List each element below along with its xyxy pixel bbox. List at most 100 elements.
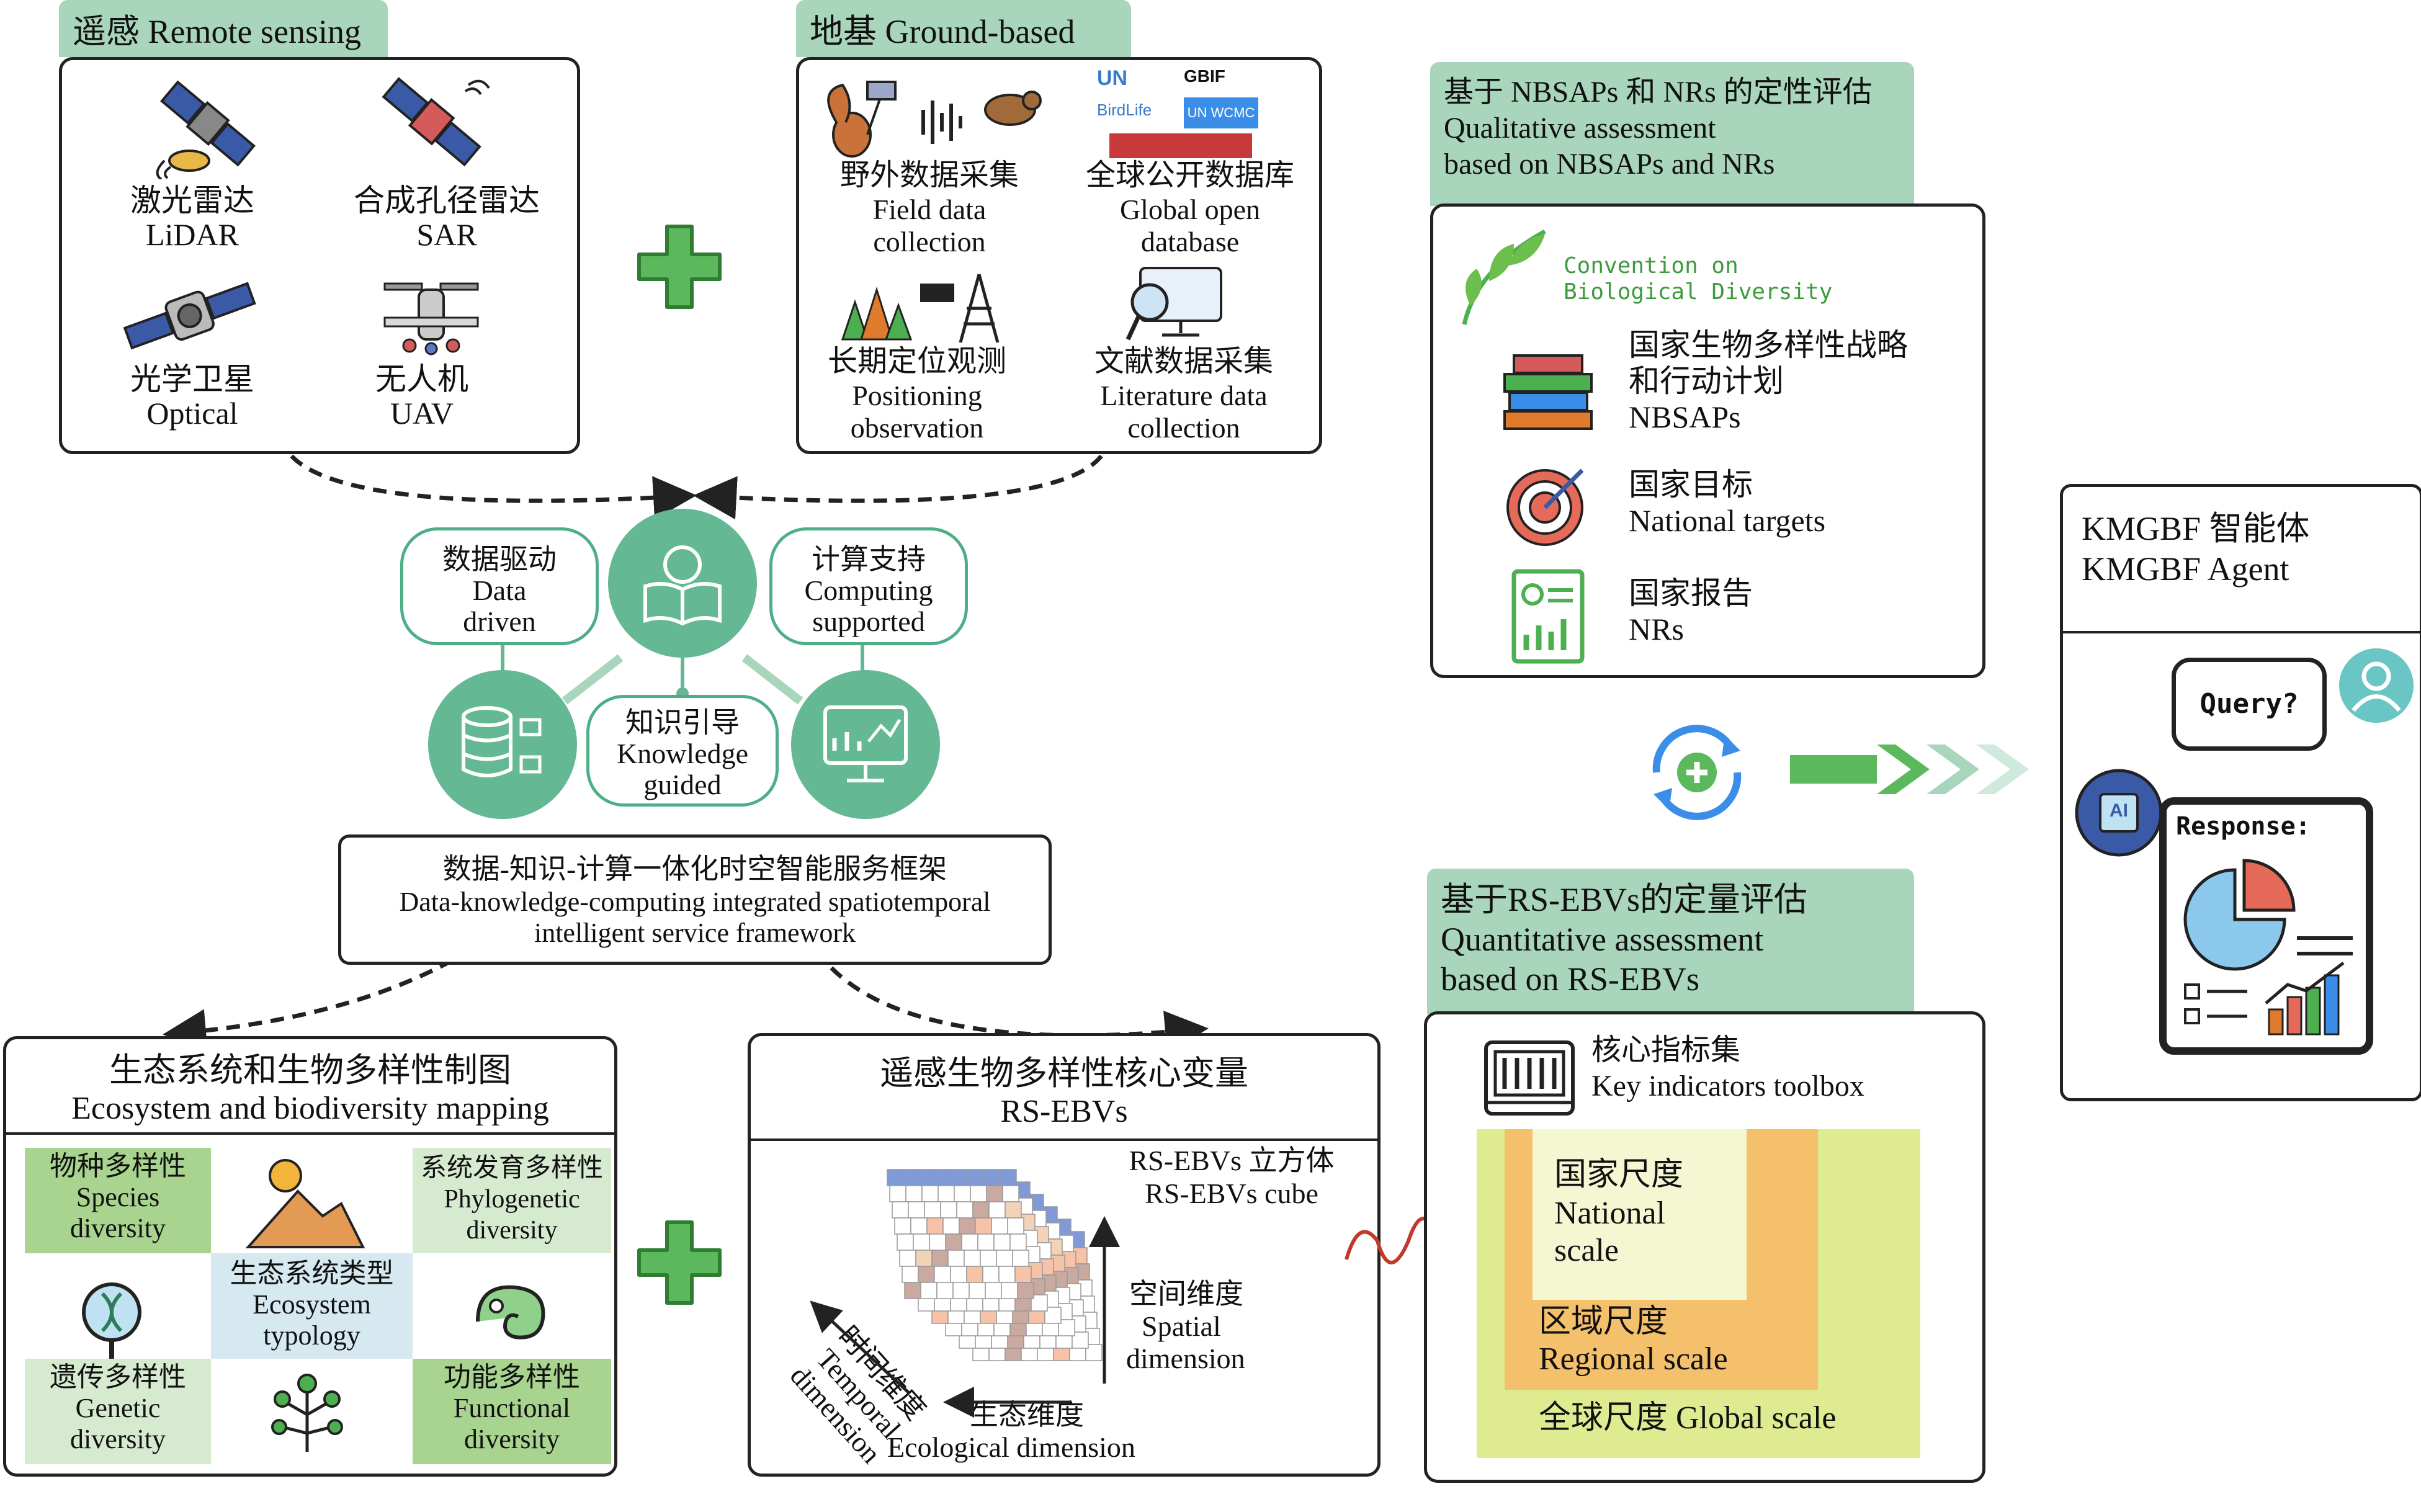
cube-cell xyxy=(905,1185,923,1202)
cube-cell xyxy=(972,1201,990,1219)
mapping-title-cn: 生态系统和生物多样性制图 xyxy=(109,1052,511,1089)
computing-circle xyxy=(791,670,940,819)
cube-cell xyxy=(934,1266,951,1283)
rs-ebvs-title-cn: 遥感生物多样性核心变量 xyxy=(880,1055,1248,1092)
chevron-arrows-icon xyxy=(1790,745,2029,794)
birdlife-logo: BirdLife xyxy=(1097,101,1152,119)
rs-ebvs-title-en: RS-EBVs xyxy=(1000,1094,1128,1129)
knowledge-book-circle xyxy=(608,509,757,658)
cube-cell xyxy=(1017,1282,1034,1299)
query-bubble[interactable]: Query? xyxy=(2172,658,2327,751)
cube-slice xyxy=(887,1169,1034,1299)
ground-based-panel: 野外数据采集 Field data collection UN GBIF Bir… xyxy=(796,57,1322,454)
literature-label-en1: Literature data xyxy=(1100,380,1268,411)
computing-cn: 计算支持 xyxy=(812,544,926,575)
quantitative-tab: 基于RS-EBVs的定量评估 Quantitative assessment b… xyxy=(1427,869,1914,1014)
genetic-en1: Genetic xyxy=(75,1393,161,1423)
knowledge-en2: guided xyxy=(643,769,722,800)
toolbox-icon xyxy=(1484,1040,1575,1116)
lidar-label-en: LiDAR xyxy=(146,217,239,252)
report-charts-icon xyxy=(2183,859,2353,1036)
cube-cell xyxy=(889,1185,906,1202)
cube-cell xyxy=(980,1250,997,1267)
long-term-label-en2: observation xyxy=(850,412,984,444)
species-en2: diversity xyxy=(70,1213,166,1243)
species-diversity-cell: 物种多样性 Species diversity xyxy=(25,1148,211,1253)
cube-cell xyxy=(964,1250,981,1267)
national-en1: National xyxy=(1554,1196,1666,1231)
mapping-title-en: Ecosystem and biodiversity mapping xyxy=(71,1091,549,1126)
data-driven-en2: driven xyxy=(463,606,536,637)
global-db-label-en1: Global open xyxy=(1119,194,1261,225)
qualitative-en1: Qualitative assessment xyxy=(1444,112,1716,145)
cube-cell xyxy=(1000,1169,1017,1186)
qualitative-en2: based on NBSAPs and NRs xyxy=(1444,148,1775,181)
cube-cell xyxy=(915,1250,933,1267)
regional-en: Regional scale xyxy=(1539,1341,1728,1377)
mapping-title-divider xyxy=(6,1132,614,1135)
lightbulb-book-icon xyxy=(643,545,722,626)
national-cn: 国家尺度 xyxy=(1554,1157,1684,1192)
books-stack-icon xyxy=(1503,354,1593,430)
knowledge-cn: 知识引导 xyxy=(625,707,740,738)
cube-cell xyxy=(961,1233,978,1251)
cube-cell xyxy=(982,1266,1000,1283)
cube-cell xyxy=(947,1250,965,1267)
target-icon xyxy=(1506,468,1584,546)
global-db-label-cn: 全球公开数据库 xyxy=(1085,159,1294,192)
remote-sensing-tab: 遥感 Remote sensing xyxy=(59,0,388,57)
func-cn: 功能多样性 xyxy=(444,1362,580,1392)
cube-cell xyxy=(921,1185,939,1202)
cube-label-en: RS-EBVs cube xyxy=(1145,1178,1318,1209)
uav-label-en: UAV xyxy=(390,396,454,431)
mapping-panel: 生态系统和生物多样性制图 Ecosystem and biodiversity … xyxy=(3,1036,617,1477)
sar-label-en: SAR xyxy=(416,217,477,252)
cube-cell xyxy=(904,1282,921,1299)
quantitative-cn: 基于RS-EBVs的定量评估 xyxy=(1441,881,1808,918)
cube-cell xyxy=(913,1233,930,1251)
response-label: Response: xyxy=(2176,812,2311,841)
cbd-text-line2: Biological Diversity xyxy=(1564,279,1833,305)
cbd-leaf-logo xyxy=(1462,229,1546,325)
desert-sun-icon xyxy=(245,1159,365,1248)
spatial-label-en1: Spatial xyxy=(1142,1310,1221,1342)
field-label-en1: Field data xyxy=(872,194,987,225)
reports-en: NRs xyxy=(1629,612,1684,646)
database-logos: UN GBIF BirdLife UN WCMC xyxy=(1097,66,1258,166)
species-cn: 物种多样性 xyxy=(50,1151,186,1181)
cube-cell xyxy=(1014,1266,1032,1283)
cbd-text-line1: Convention on xyxy=(1564,253,1739,279)
data-driven-en1: Data xyxy=(472,575,527,606)
long-term-label-en1: Positioning xyxy=(852,380,982,411)
computing-supported-bubble: 计算支持 Computing supported xyxy=(769,527,968,645)
spatial-label-en2: dimension xyxy=(1126,1343,1245,1374)
optical-label-en: Optical xyxy=(146,396,238,431)
cube-cell xyxy=(1002,1185,1019,1202)
knowledge-en1: Knowledge xyxy=(616,738,749,769)
eco-en2: typology xyxy=(263,1320,360,1351)
cube-label-cn: RS-EBVs 立方体 xyxy=(1129,1145,1335,1176)
uav-drone-icon xyxy=(383,282,479,356)
knowledge-guided-bubble: 知识引导 Knowledge guided xyxy=(586,695,779,807)
long-term-observation-icon xyxy=(841,274,1000,343)
global-db-label-en2: database xyxy=(1140,226,1240,257)
quantitative-panel: 核心指标集 Key indicators toolbox 国家尺度 Nation… xyxy=(1424,1011,1985,1483)
report-icon xyxy=(1511,569,1585,664)
computing-en1: Computing xyxy=(804,575,933,606)
sync-cycle-icon xyxy=(1652,725,1742,820)
monitor-chart-icon xyxy=(823,705,908,782)
genetic-en2: diversity xyxy=(70,1424,166,1454)
cube-cell xyxy=(1012,1250,1029,1267)
eco-cn: 生态系统类型 xyxy=(230,1258,394,1289)
rs-ebvs-divider xyxy=(751,1138,1377,1141)
plus-icon-top xyxy=(637,225,722,309)
literature-label-en2: collection xyxy=(1127,412,1240,444)
sar-label-cn: 合成孔径雷达 xyxy=(354,183,540,218)
reports-cn: 国家报告 xyxy=(1629,576,1753,611)
spatial-label-cn: 空间维度 xyxy=(1129,1278,1243,1310)
cube-cell xyxy=(969,1282,986,1299)
cube-cell xyxy=(1005,1201,1022,1219)
species-en1: Species xyxy=(76,1182,160,1212)
toolbox-cn: 核心指标集 xyxy=(1591,1034,1741,1067)
